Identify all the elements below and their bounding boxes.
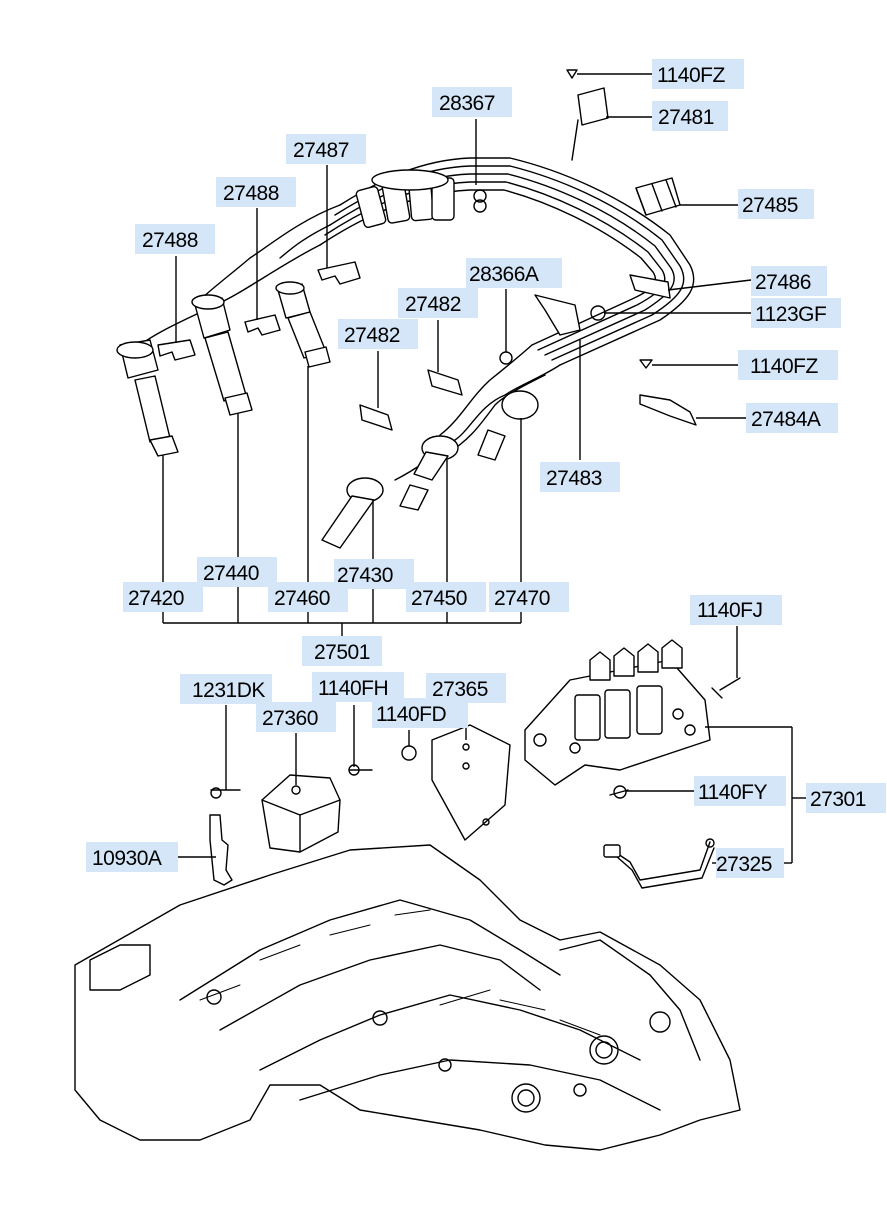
part-number-label: 27450 (411, 587, 467, 610)
ignition-cable-harness (116, 69, 697, 549)
part-number-label: 27301 (810, 788, 866, 811)
part-number-label: 27487 (293, 139, 349, 162)
callout-27360: 27360 (256, 702, 336, 732)
cable-clips (157, 69, 697, 431)
callout-27470: 27470 (489, 582, 569, 612)
callout-27482-upper: 27482 (398, 288, 478, 318)
part-number-label: 28366A (469, 263, 539, 286)
callout-27460: 27460 (268, 582, 348, 612)
part-number-label: 27485 (742, 194, 798, 217)
callout-27487: 27487 (286, 134, 366, 164)
callout-10930A: 10930A (86, 842, 178, 872)
plug-lead-27460 (275, 281, 331, 368)
callout-1140FD: 1140FD (372, 698, 468, 728)
callout-1140FH: 1140FH (312, 672, 404, 702)
part-callouts: 1140FZ 27481 28367 27487 27488 27488 274… (86, 59, 886, 878)
part-number-label: 27420 (128, 587, 184, 610)
part-number-label: 27488 (223, 182, 279, 205)
callout-27450: 27450 (406, 582, 486, 612)
coil-boot-27430 (321, 477, 429, 549)
callout-27488-left: 27488 (135, 224, 215, 254)
callout-27325: 27325 (716, 848, 784, 878)
part-number-label: 1140FH (318, 677, 388, 700)
part-number-label: 10930A (92, 847, 162, 870)
part-number-label: 27440 (203, 562, 259, 585)
part-number-label: 27486 (755, 271, 811, 294)
part-number-label: 1140FZ (657, 64, 725, 87)
part-number-label: 1140FZ (750, 355, 818, 378)
part-number-label: 1123GF (755, 303, 826, 326)
callout-27484A: 27484A (746, 403, 838, 433)
part-number-label: 1140FD (376, 703, 446, 726)
part-number-label: 27430 (337, 564, 393, 587)
callout-1123GF: 1123GF (751, 298, 841, 328)
callout-27483: 27483 (540, 462, 620, 492)
part-number-label: 27325 (716, 853, 772, 876)
callout-27420: 27420 (123, 582, 203, 612)
coil-boot-27470 (477, 390, 539, 461)
callout-28366A: 28366A (466, 258, 562, 288)
callout-27501: 27501 (302, 636, 382, 666)
callout-27481: 27481 (652, 101, 728, 131)
callout-27488-upper: 27488 (216, 177, 296, 207)
plug-lead-27440 (191, 294, 253, 416)
part-number-label: 27482 (344, 324, 400, 347)
callout-27440: 27440 (197, 557, 277, 587)
callout-1140FY: 1140FY (694, 776, 786, 806)
callout-27482-lower: 27482 (338, 319, 418, 349)
callout-1140FZ-top: 1140FZ (652, 59, 744, 89)
part-number-label: 27482 (405, 293, 461, 316)
callout-1140FZ-mid: 1140FZ (738, 350, 838, 380)
part-number-label: 1140FY (698, 781, 767, 804)
engine-block (74, 844, 741, 1151)
part-number-label: 1140FJ (697, 599, 763, 622)
part-number-label: 27488 (142, 229, 198, 252)
rear-plug-boots (355, 169, 455, 229)
part-number-label: 27484A (751, 408, 821, 431)
leader-lines (162, 73, 806, 864)
part-number-label: 1231DK (192, 679, 265, 702)
part-number-label: 27365 (432, 678, 488, 701)
part-number-label: 27470 (494, 587, 550, 610)
part-number-label: 27501 (314, 641, 370, 664)
callout-27301: 27301 (806, 783, 886, 813)
part-number-label: 27483 (546, 467, 602, 490)
part-number-label: 27460 (274, 587, 330, 610)
ignition-coil-assembly (209, 639, 741, 889)
part-number-label: 27360 (262, 707, 318, 730)
callout-28367: 28367 (432, 87, 512, 117)
plug-lead-27420 (116, 339, 179, 457)
callout-1140FJ: 1140FJ (690, 595, 782, 625)
callout-27486: 27486 (751, 266, 827, 296)
part-number-label: 28367 (439, 92, 495, 115)
coil-boot-27450 (413, 435, 459, 481)
callout-1231DK: 1231DK (180, 674, 272, 704)
callout-27485: 27485 (738, 189, 814, 219)
part-number-label: 27481 (658, 106, 714, 129)
